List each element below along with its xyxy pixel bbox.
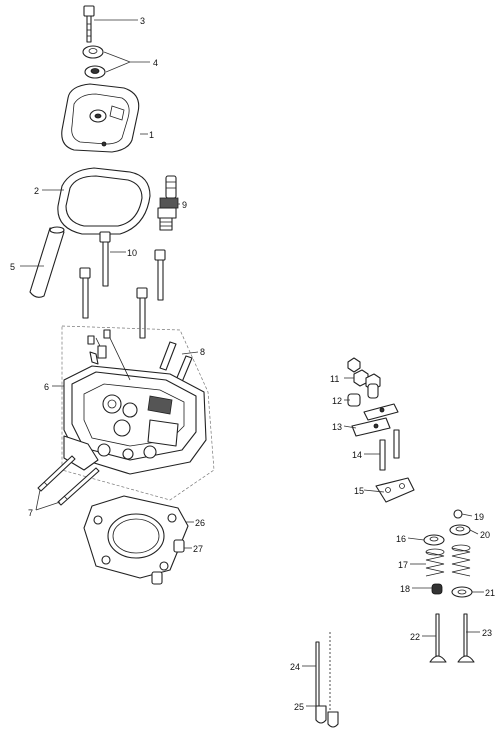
part-19-keeper [453,509,463,519]
callout-9: 9 [182,200,187,210]
callout-13: 13 [332,422,342,432]
callout-4: 4 [153,58,158,68]
callout-16: 16 [396,534,406,544]
part-3-bolt [83,5,95,43]
part-27-dowel [151,539,185,585]
part-5-tube [29,226,65,298]
callout-5: 5 [10,262,15,272]
callout-7: 7 [28,508,33,518]
callout-10: 10 [127,248,137,258]
callout-numbers: 3 4 1 2 9 5 10 6 8 7 26 27 11 12 13 14 1… [10,16,495,712]
callout-19: 19 [474,512,484,522]
callout-20: 20 [480,530,490,540]
part-21-washer [451,586,473,598]
part-9-spark-plug [157,175,179,231]
callout-15: 15 [354,486,364,496]
part-14-stud [379,429,400,471]
part-16-retainer [423,534,445,546]
part-12-pivot [347,383,379,407]
part-25-tappets [315,705,339,728]
callout-6: 6 [44,382,49,392]
part-20-retainer [449,524,471,536]
callout-14: 14 [352,450,362,460]
callout-22: 22 [410,632,420,642]
callout-2: 2 [34,186,39,196]
part-6-cylinder-head [61,325,215,501]
callout-1: 1 [149,130,154,140]
callout-27: 27 [193,544,203,554]
part-22-intake-valve [429,613,447,663]
part-10-head-bolts [79,231,166,339]
part-15-guide-plate [375,477,415,503]
callout-23: 23 [482,628,492,638]
callout-11: 11 [330,374,339,384]
part-18-seal [431,583,443,595]
callout-12: 12 [332,396,342,406]
part-2-gasket [57,167,151,235]
callout-3: 3 [140,16,145,26]
leader-lines [20,19,484,707]
callout-21: 21 [485,588,495,598]
callout-17: 17 [398,560,408,570]
part-13-rocker-arm [351,403,399,437]
part-1-valve-cover [61,83,140,153]
part-17-spring [425,544,471,577]
part-4-washers [82,45,106,79]
part-23-exhaust-valve [457,613,475,663]
part-8-dowel-pins [159,341,193,383]
callout-8: 8 [200,347,205,357]
callout-26: 26 [195,518,205,528]
callout-18: 18 [400,584,410,594]
callout-24: 24 [290,662,300,672]
callout-25: 25 [294,702,304,712]
part-26-head-gasket [83,495,189,579]
